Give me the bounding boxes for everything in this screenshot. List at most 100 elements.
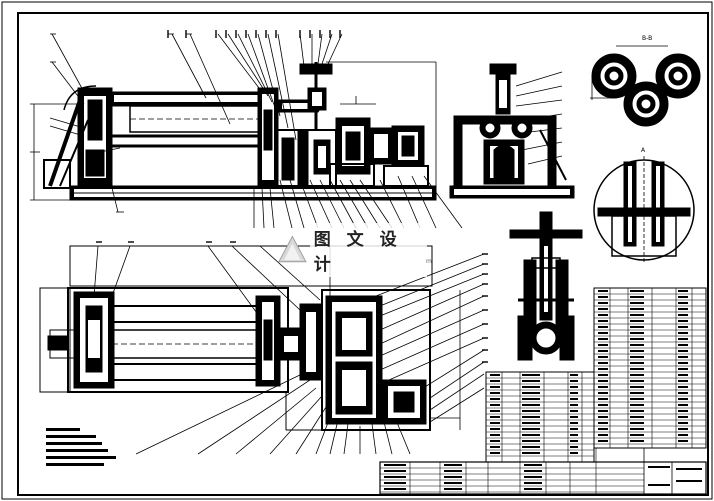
table-cell-text-mark bbox=[522, 416, 540, 418]
table-cell-text-mark bbox=[522, 440, 540, 442]
table-cell-text-mark bbox=[598, 308, 608, 310]
table-cell-text-mark bbox=[598, 356, 608, 358]
table-cell-text-mark bbox=[598, 422, 608, 424]
table-cell-text-mark bbox=[676, 480, 702, 482]
watermark-subtext: m bbox=[426, 258, 432, 265]
table-cell-text-mark bbox=[678, 410, 688, 412]
table-cell-text-mark bbox=[490, 446, 500, 448]
table-cell-text-mark bbox=[678, 434, 688, 436]
table-cell-text-mark bbox=[630, 368, 644, 370]
table-cell-text-mark bbox=[522, 404, 540, 406]
table-cell-text-mark bbox=[630, 314, 644, 316]
table-cell-text-mark bbox=[678, 440, 688, 442]
table-cell-text-mark bbox=[678, 302, 688, 304]
table-cell-text-mark bbox=[678, 428, 688, 430]
table-cell-text-mark bbox=[490, 398, 500, 400]
table-cell-text-mark bbox=[524, 464, 542, 466]
table-cell-text-mark bbox=[630, 338, 644, 340]
table-cell-text-mark bbox=[598, 290, 608, 292]
table-cell-text-mark bbox=[678, 374, 688, 376]
table-cell-text-mark bbox=[598, 398, 608, 400]
table-cell-text-mark bbox=[598, 320, 608, 322]
table-cell-text-mark bbox=[630, 290, 644, 292]
table-cell-text-mark bbox=[522, 434, 540, 436]
table-cell-text-mark bbox=[570, 410, 578, 412]
table-cell-text-mark bbox=[570, 452, 578, 454]
table-cell-text-mark bbox=[490, 392, 500, 394]
table-cell-text-mark bbox=[678, 338, 688, 340]
table-cell-text-mark bbox=[570, 374, 578, 376]
table-cell-text-mark bbox=[490, 374, 500, 376]
table-cell-text-mark bbox=[678, 296, 688, 298]
table-cell-text-mark bbox=[678, 314, 688, 316]
table-cell-text-mark bbox=[444, 470, 462, 472]
table-cell-text-mark bbox=[522, 422, 540, 424]
table-cell-text-mark bbox=[490, 404, 500, 406]
table-cell-text-mark bbox=[522, 446, 540, 448]
front-view-leaders-top bbox=[49, 33, 343, 153]
table-cell-text-mark bbox=[598, 434, 608, 436]
front-view-leader-tick-marks bbox=[167, 30, 341, 38]
table-cell-text-mark bbox=[648, 466, 670, 468]
table-cell-text-mark bbox=[678, 290, 688, 292]
table-cell-text-mark bbox=[598, 416, 608, 418]
watermark-logo-icon bbox=[278, 235, 307, 263]
top-view-leaders bbox=[93, 245, 485, 455]
watermark-text: 图 文 设 计 bbox=[309, 223, 427, 277]
table-cell-text-mark bbox=[598, 314, 608, 316]
table-cell-text-mark bbox=[678, 350, 688, 352]
table-cell-text-mark bbox=[444, 482, 462, 484]
table-cell-text-mark bbox=[678, 308, 688, 310]
section-b-b-label: B-B bbox=[642, 35, 652, 42]
table-cell-text-mark bbox=[598, 380, 608, 382]
table-cell-text-mark bbox=[570, 434, 578, 436]
table-cell-text-mark bbox=[490, 452, 500, 454]
detail-a: A bbox=[593, 147, 695, 262]
table-cell-text-mark bbox=[524, 476, 542, 478]
table-cell-text-mark bbox=[678, 422, 688, 424]
table-cell-text-mark bbox=[630, 350, 644, 352]
table-cell-text-mark bbox=[678, 356, 688, 358]
table-cell-text-mark bbox=[678, 380, 688, 382]
table-cell-text-mark bbox=[522, 428, 540, 430]
table-cell-text-mark bbox=[570, 392, 578, 394]
table-cell-text-mark bbox=[598, 404, 608, 406]
table-cell-text-mark bbox=[630, 374, 644, 376]
table-cell-text-mark bbox=[570, 398, 578, 400]
side-view bbox=[449, 63, 575, 199]
table-cell-text-mark bbox=[570, 446, 578, 448]
table-cell-text-mark bbox=[598, 296, 608, 298]
table-cell-text-mark bbox=[524, 482, 542, 484]
table-cell-text-mark bbox=[444, 476, 462, 478]
top-view bbox=[39, 245, 461, 431]
table-cell-text-mark bbox=[678, 362, 688, 364]
table-cell-text-mark bbox=[490, 416, 500, 418]
table-cell-text-mark bbox=[630, 362, 644, 364]
table-cell-text-mark bbox=[630, 308, 644, 310]
table-cell-text-mark bbox=[598, 440, 608, 442]
table-cell-text-mark bbox=[678, 398, 688, 400]
table-cell-text-mark bbox=[522, 374, 540, 376]
table-cell-text-mark bbox=[570, 416, 578, 418]
table-cell-text-mark bbox=[444, 488, 462, 490]
table-cell-text-mark bbox=[522, 410, 540, 412]
parts-list-rows bbox=[380, 293, 706, 493]
table-cell-text-mark bbox=[630, 356, 644, 358]
top-view-tick-marks bbox=[96, 241, 488, 363]
table-cell-text-mark bbox=[630, 392, 644, 394]
table-cell-text-mark bbox=[384, 476, 406, 478]
table-cell-text-mark bbox=[384, 464, 406, 466]
table-cell-text-mark bbox=[630, 380, 644, 382]
table-cell-text-mark bbox=[490, 410, 500, 412]
table-cell-text-mark bbox=[630, 344, 644, 346]
detail-a-label: A bbox=[641, 147, 646, 154]
table-cell-text-mark bbox=[384, 470, 406, 472]
table-cell-text-mark bbox=[384, 488, 406, 490]
table-cell-text-mark bbox=[598, 374, 608, 376]
table-cell-text-mark bbox=[522, 398, 540, 400]
table-cell-text-mark bbox=[598, 386, 608, 388]
table-cell-text-mark bbox=[598, 428, 608, 430]
table-cell-text-mark bbox=[678, 326, 688, 328]
front-view bbox=[30, 61, 437, 201]
table-cell-text-mark bbox=[598, 326, 608, 328]
